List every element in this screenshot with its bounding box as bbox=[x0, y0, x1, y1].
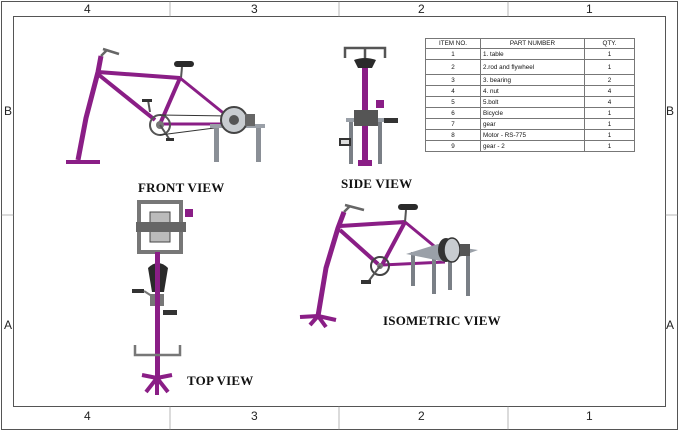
bom-header-row: ITEM NO. PART NUMBER QTY. bbox=[425, 38, 635, 49]
zone-label-bottom-2: 2 bbox=[418, 409, 425, 423]
zone-label-bottom-4: 4 bbox=[84, 409, 91, 423]
table-row: 8 Motor - RS-775 1 bbox=[425, 129, 635, 141]
bom-item: 9 bbox=[425, 140, 481, 152]
bom-qty: 1 bbox=[584, 59, 635, 75]
bom-part: 4. nut bbox=[480, 85, 585, 97]
bom-qty: 4 bbox=[584, 85, 635, 97]
bom-qty: 4 bbox=[584, 96, 635, 108]
bom-qty: 2 bbox=[584, 74, 635, 86]
table-row: 3 3. bearing 2 bbox=[425, 74, 635, 86]
bom-header-part: PART NUMBER bbox=[480, 38, 585, 49]
bom-item: 8 bbox=[425, 129, 481, 141]
front-view-bicycle bbox=[66, 47, 265, 164]
table-row: 1 1. table 1 bbox=[425, 48, 635, 60]
bom-header-qty: QTY. bbox=[584, 38, 635, 49]
bom-item: 2 bbox=[425, 59, 481, 75]
zone-label-top-1: 1 bbox=[586, 2, 593, 16]
table-row: 2 2.rod and flywheel 1 bbox=[425, 59, 635, 75]
zone-label-top-2: 2 bbox=[418, 2, 425, 16]
table-row: 5 5.bolt 4 bbox=[425, 96, 635, 108]
bom-item: 1 bbox=[425, 48, 481, 60]
side-view-bicycle bbox=[339, 46, 398, 166]
bom-qty: 1 bbox=[584, 118, 635, 130]
table-row: 6 Bicycle 1 bbox=[425, 107, 635, 119]
bill-of-materials-table: ITEM NO. PART NUMBER QTY. 1 1. table 1 2… bbox=[425, 38, 635, 152]
isometric-view-label: ISOMETRIC VIEW bbox=[383, 313, 501, 328]
bom-qty: 1 bbox=[584, 48, 635, 60]
bom-item: 3 bbox=[425, 74, 481, 86]
bom-part: 3. bearing bbox=[480, 74, 585, 86]
side-view-label: SIDE VIEW bbox=[341, 176, 413, 191]
bom-part: 1. table bbox=[480, 48, 585, 60]
bom-part: Bicycle bbox=[480, 107, 585, 119]
zone-label-right-a: A bbox=[666, 318, 675, 332]
table-row: 9 gear - 2 1 bbox=[425, 140, 635, 152]
bom-qty: 1 bbox=[584, 129, 635, 141]
zone-label-top-3: 3 bbox=[251, 2, 258, 16]
front-view-label: FRONT VIEW bbox=[138, 180, 225, 195]
bom-item: 6 bbox=[425, 107, 481, 119]
top-view-bicycle bbox=[132, 200, 193, 395]
table-row: 4 4. nut 4 bbox=[425, 85, 635, 97]
bom-part: 2.rod and flywheel bbox=[480, 59, 585, 75]
zone-label-left-a: A bbox=[4, 318, 13, 332]
bom-part: gear - 2 bbox=[480, 140, 585, 152]
zone-label-bottom-3: 3 bbox=[251, 409, 258, 423]
bom-header-item: ITEM NO. bbox=[425, 38, 481, 49]
bom-item: 5 bbox=[425, 96, 481, 108]
bom-part: gear bbox=[480, 118, 585, 130]
bom-item: 7 bbox=[425, 118, 481, 130]
bom-qty: 1 bbox=[584, 140, 635, 152]
zone-label-right-b: B bbox=[666, 104, 675, 118]
bom-item: 4 bbox=[425, 85, 481, 97]
top-view-label: TOP VIEW bbox=[187, 373, 254, 388]
zone-label-bottom-1: 1 bbox=[586, 409, 593, 423]
zone-label-top-4: 4 bbox=[84, 2, 91, 16]
bom-part: Motor - RS-775 bbox=[480, 129, 585, 141]
isometric-view-bicycle bbox=[299, 203, 478, 329]
zone-label-left-b: B bbox=[4, 104, 13, 118]
bom-qty: 1 bbox=[584, 107, 635, 119]
bom-part: 5.bolt bbox=[480, 96, 585, 108]
table-row: 7 gear 1 bbox=[425, 118, 635, 130]
